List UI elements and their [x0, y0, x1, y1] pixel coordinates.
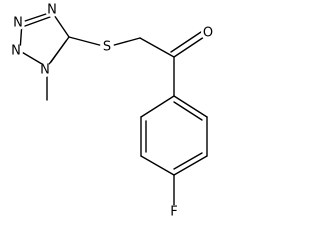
- bond-benzene-4-5: [173, 155, 208, 176]
- atom-label-n-left-upper: N: [13, 16, 23, 31]
- atom-label-n-top: N: [47, 3, 57, 18]
- structure-diagram: N N N N S O F: [9, 2, 215, 220]
- atom-label-fluorine: F: [170, 205, 177, 220]
- bond-benzene-inner-2: [173, 152, 203, 170]
- atom-sulfur: S: [100, 40, 114, 55]
- bond-carbonyl-oxygen: [173, 36, 205, 58]
- bonds: [19, 11, 208, 207]
- atom-n-left-lower: N: [9, 44, 23, 59]
- bond-benzene-3-4: [140, 155, 175, 176]
- atom-label-sulfur: S: [103, 40, 111, 55]
- bond-carbonyl-oxygen-double: [170, 31, 202, 53]
- bond-ch2-to-carbonyl: [139, 37, 175, 58]
- atom-fluorine: F: [167, 205, 181, 220]
- atom-label-oxygen: O: [203, 26, 213, 41]
- bond-ring-n-top-to-n-left-upper-double: [24, 16, 51, 27]
- atom-n-left-upper: N: [11, 16, 25, 31]
- bond-benzene-1-2: [140, 95, 175, 118]
- bond-ring-n-methyl-to-c5-double: [50, 40, 67, 63]
- atom-n-methyl: N: [38, 63, 52, 78]
- atom-labels: N N N N S O F: [9, 3, 215, 220]
- atom-label-n-methyl: N: [40, 63, 50, 78]
- atom-n-top: N: [45, 3, 59, 18]
- atom-oxygen: O: [201, 26, 215, 41]
- bond-benzene-inner-3: [173, 101, 203, 121]
- bond-benzene-6-1: [173, 95, 208, 118]
- atom-label-n-left-lower: N: [11, 44, 21, 59]
